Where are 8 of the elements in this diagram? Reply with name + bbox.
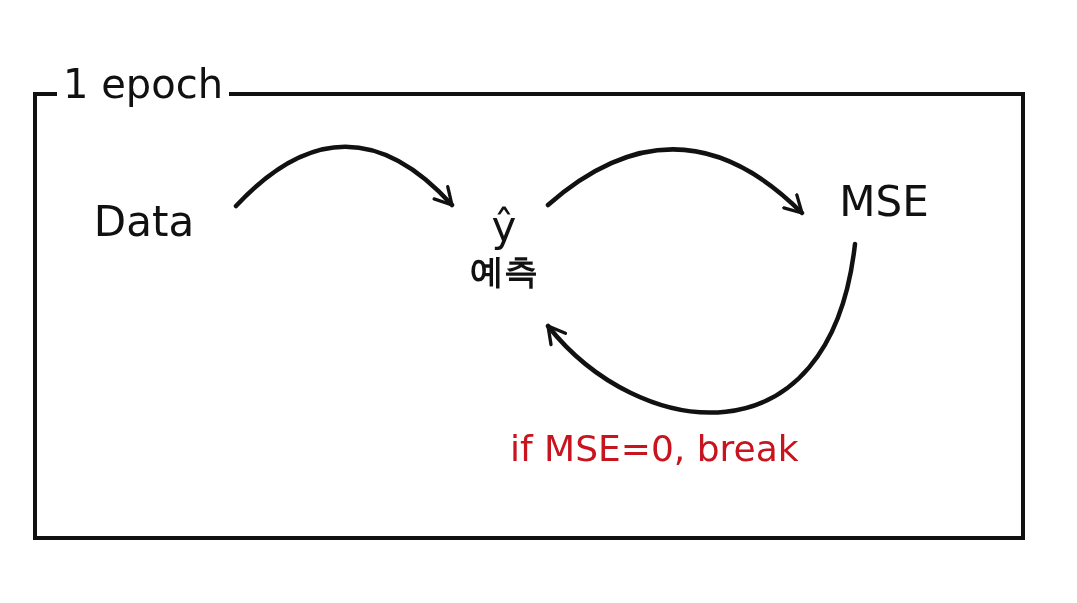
node-caption: 예측 — [470, 251, 538, 291]
node-label: MSE — [839, 177, 929, 227]
curved-arrow — [545, 147, 805, 216]
node-label: ŷ — [491, 203, 517, 252]
curved-arrow — [233, 144, 455, 209]
node-label: Data — [93, 197, 195, 247]
condition-note: if MSE=0, break — [510, 428, 799, 469]
curved-arrow — [545, 241, 858, 414]
